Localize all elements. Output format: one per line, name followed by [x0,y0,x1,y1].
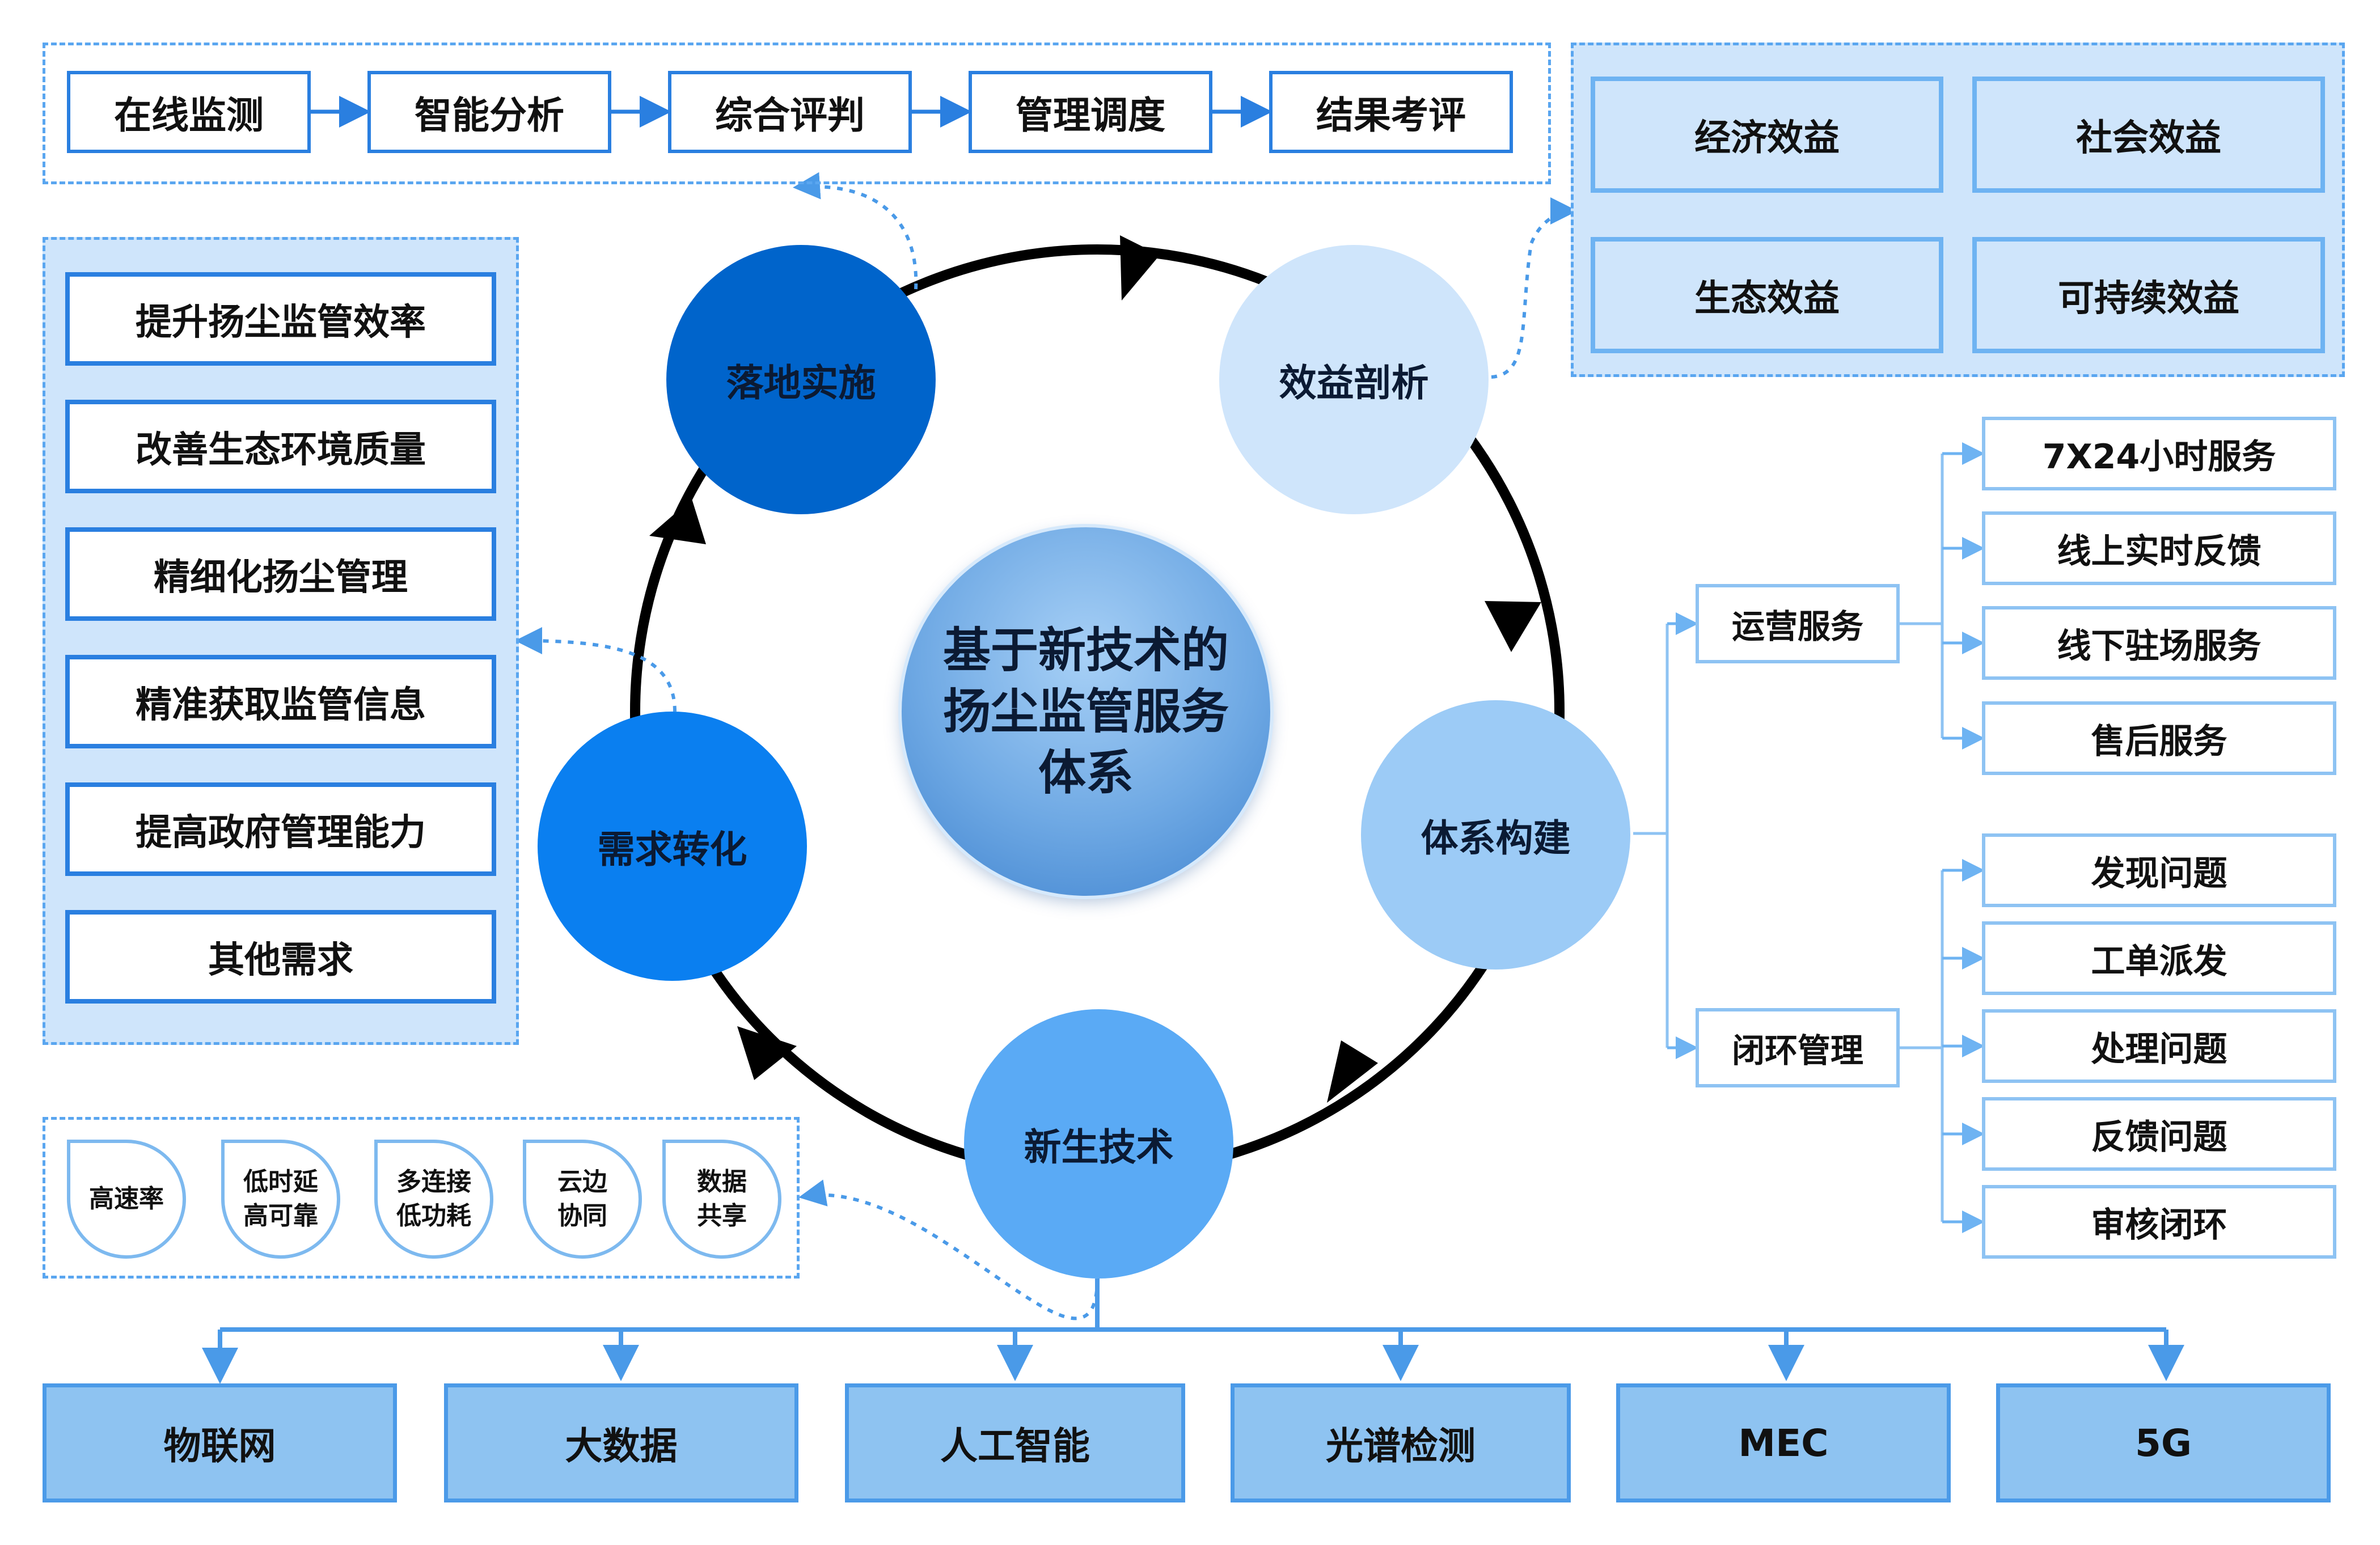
cycle-arrow-right [1485,601,1541,652]
closed-loop-item-2: 工单派发 [1982,921,2336,995]
closed-loop-item-5: 审核闭环 [1982,1185,2336,1259]
tech-mec: MEC [1616,1383,1951,1502]
closed-loop-item-4: 反馈问题 [1982,1097,2336,1171]
feature-multi-connection-line-2: 低功耗 [396,1201,471,1230]
feature-cloud-edge-line-1: 云边 [557,1167,607,1196]
center-title: 基于新技术的 扬尘监管服务 体系 [902,527,1270,896]
circle-system: 体系构建 [1361,700,1630,970]
feature-data-sharing-line-2: 共享 [697,1201,747,1230]
cycle-arrow-left [649,499,706,544]
feature-low-latency-line-2: 高可靠 [243,1201,318,1230]
center-title-line-3: 体系 [1038,745,1134,801]
feature-multi-connection-line-1: 多连接 [396,1167,471,1196]
demand-item-2: 改善生态环境质量 [65,400,496,493]
flow-step-2: 智能分析 [367,71,611,153]
demand-item-5: 提高政府管理能力 [65,782,496,876]
feature-high-speed: 高速率 [67,1140,186,1259]
benefit-sustainable: 可持续效益 [1972,237,2325,353]
operation-item-2: 线上实时反馈 [1982,511,2336,585]
circle-benefit: 效益剖析 [1219,245,1489,514]
feature-low-latency-line-1: 低时延 [243,1167,318,1196]
dotted-tech-to-features [798,1179,1099,1320]
center-title-line-2: 扬尘监管服务 [942,684,1229,739]
benefit-economic: 经济效益 [1591,77,1943,193]
operation-item-3: 线下驻场服务 [1982,606,2336,680]
feature-data-sharing: 数据 共享 [662,1140,781,1259]
center-title-line-1: 基于新技术的 [942,623,1229,678]
circle-tech: 新生技术 [964,1009,1233,1279]
flow-group [43,43,1551,184]
flow-step-4: 管理调度 [969,71,1212,153]
tech-5g: 5G [1996,1383,2331,1502]
closed-loop-item-1: 发现问题 [1982,833,2336,907]
feature-cloud-edge-line-2: 协同 [557,1201,607,1230]
operation-item-1: 7X24小时服务 [1982,417,2336,490]
demand-item-3: 精细化扬尘管理 [65,527,496,621]
closed-loop-item-3: 处理问题 [1982,1009,2336,1083]
cycle-arrow-top [1120,235,1160,300]
service-operation: 运营服务 [1696,584,1900,663]
flow-step-5: 结果考评 [1269,71,1513,153]
benefit-ecological: 生态效益 [1591,237,1943,353]
tech-iot: 物联网 [43,1383,397,1502]
service-closed-loop: 闭环管理 [1696,1008,1900,1087]
demand-item-1: 提升扬尘监管效率 [65,272,496,366]
tech-ai: 人工智能 [845,1383,1185,1502]
demand-item-4: 精准获取监管信息 [65,655,496,748]
feature-multi-connection: 多连接 低功耗 [374,1140,493,1259]
feature-cloud-edge: 云边 协同 [523,1140,642,1259]
circle-implement: 落地实施 [666,245,936,514]
feature-data-sharing-line-1: 数据 [697,1167,747,1196]
feature-low-latency: 低时延 高可靠 [221,1140,340,1259]
demand-item-6: 其他需求 [65,910,496,1004]
flow-step-3: 综合评判 [668,71,912,153]
features-group [43,1117,800,1279]
cycle-arrow-bottom-right [1327,1040,1378,1103]
operation-item-4: 售后服务 [1982,701,2336,775]
tech-big-data: 大数据 [444,1383,798,1502]
cycle-arrow-bottom-left [737,1026,797,1080]
circle-demand: 需求转化 [538,712,807,981]
benefit-social: 社会效益 [1972,77,2325,193]
dotted-demand-to-group [515,627,677,712]
flow-step-1: 在线监测 [67,71,311,153]
feature-high-speed-line-1: 高速率 [89,1184,164,1213]
tech-spectral: 光谱检测 [1231,1383,1571,1502]
dotted-benefit-to-group [1491,197,1578,379]
